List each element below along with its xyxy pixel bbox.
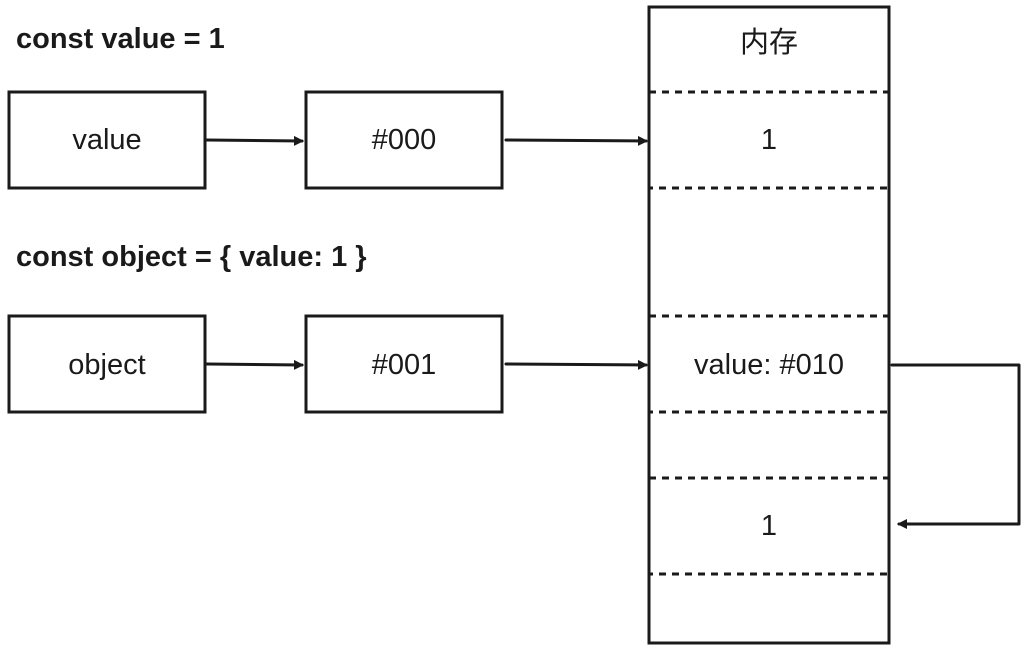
arrow-address-000-to-memory [504, 135, 648, 146]
memory-title: 内存 [740, 25, 798, 59]
arrow-address-001-to-memory [504, 359, 648, 370]
variable-name-object: object [68, 349, 145, 381]
memory-cell-2-text: value: #010 [694, 349, 844, 381]
memory-cell-1: 1 [647, 90, 891, 190]
variable-box-object: object [7, 314, 207, 414]
variable-name-value: value [72, 124, 141, 156]
memory-cell-3-text: 1 [761, 510, 777, 542]
address-label-000: #000 [372, 124, 437, 156]
variable-box-value: value [7, 90, 207, 190]
address-box-001: #001 [304, 314, 504, 414]
memory-column: 内存 1 value: #010 1 [647, 5, 891, 645]
code-line-object: const object = { value: 1 } [16, 241, 367, 273]
memory-cell-1-text: 1 [761, 124, 777, 156]
arrow-object-to-address [205, 359, 304, 370]
arrow-pointer-010-to-cell [890, 363, 1021, 529]
memory-cell-2: value: #010 [647, 314, 891, 414]
memory-cell-3: 1 [647, 476, 891, 576]
code-line-primitive: const value = 1 [16, 23, 225, 55]
arrow-value-to-address [205, 135, 304, 146]
address-box-000: #000 [304, 90, 504, 190]
address-label-001: #001 [372, 349, 437, 381]
